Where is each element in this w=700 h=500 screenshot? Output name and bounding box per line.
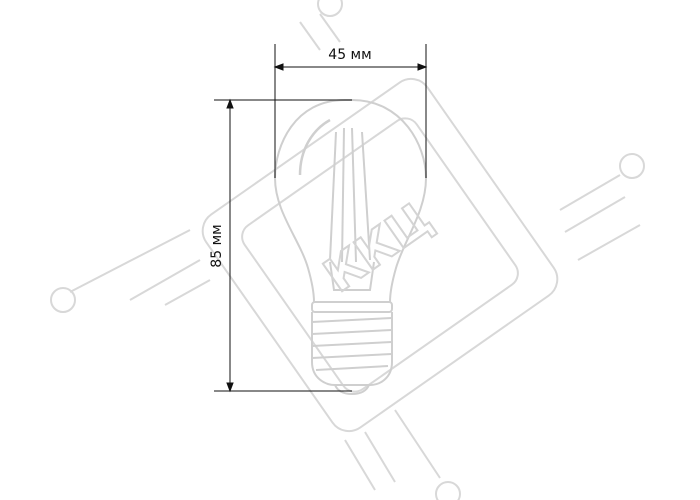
- bulb-thread-2: [311, 329, 393, 335]
- watermark-node-bottom: [435, 481, 461, 500]
- watermark-node-left: [50, 287, 76, 313]
- bulb-filament-4: [361, 131, 371, 261]
- width-arrow-right: [417, 63, 428, 71]
- watermark-connector-right-c: [577, 224, 641, 261]
- watermark-connector-bottom-b: [364, 431, 396, 483]
- bulb-filament-3: [351, 127, 357, 263]
- watermark-connector-right-b: [564, 196, 626, 233]
- bulb-neck: [311, 301, 393, 313]
- bulb-stem: [329, 261, 375, 291]
- watermark-inner-frame: [241, 117, 519, 393]
- height-arrow-top: [226, 98, 234, 109]
- watermark-node-right: [619, 153, 645, 179]
- bulb-thread-1: [311, 317, 393, 323]
- bulb-base-outline: [311, 312, 393, 386]
- bulb-glass-highlight: [298, 118, 331, 176]
- width-dimension: [273, 44, 428, 178]
- bulb: [273, 99, 428, 313]
- watermark-connector-right-a: [559, 174, 621, 211]
- bulb-thread-3: [311, 341, 393, 347]
- watermark-connector-bottom-a: [344, 439, 376, 491]
- watermark-connector-left-a: [69, 229, 191, 293]
- height-arrow-bottom: [226, 382, 234, 393]
- watermark-connector-left-c: [164, 279, 211, 306]
- watermark-connector-top-b: [319, 13, 341, 43]
- bulb-screw-base: [311, 312, 393, 396]
- width-label: 45 мм: [328, 47, 371, 63]
- height-label: 85 мм: [209, 224, 225, 267]
- bulb-thread-5: [315, 365, 389, 371]
- watermark-connector-top-a: [299, 21, 321, 51]
- width-arrow-left: [273, 63, 284, 71]
- watermark-node-top: [317, 0, 343, 17]
- watermark-connector-left-b: [129, 259, 201, 301]
- bulb-thread-4: [311, 353, 393, 359]
- bulb-filament-2: [341, 127, 345, 263]
- bulb-filament-1: [329, 131, 337, 261]
- height-dimension: [214, 98, 352, 393]
- bulb-contact: [334, 384, 370, 396]
- watermark-connector-bottom-c: [394, 409, 441, 479]
- watermark-logo: [50, 0, 645, 500]
